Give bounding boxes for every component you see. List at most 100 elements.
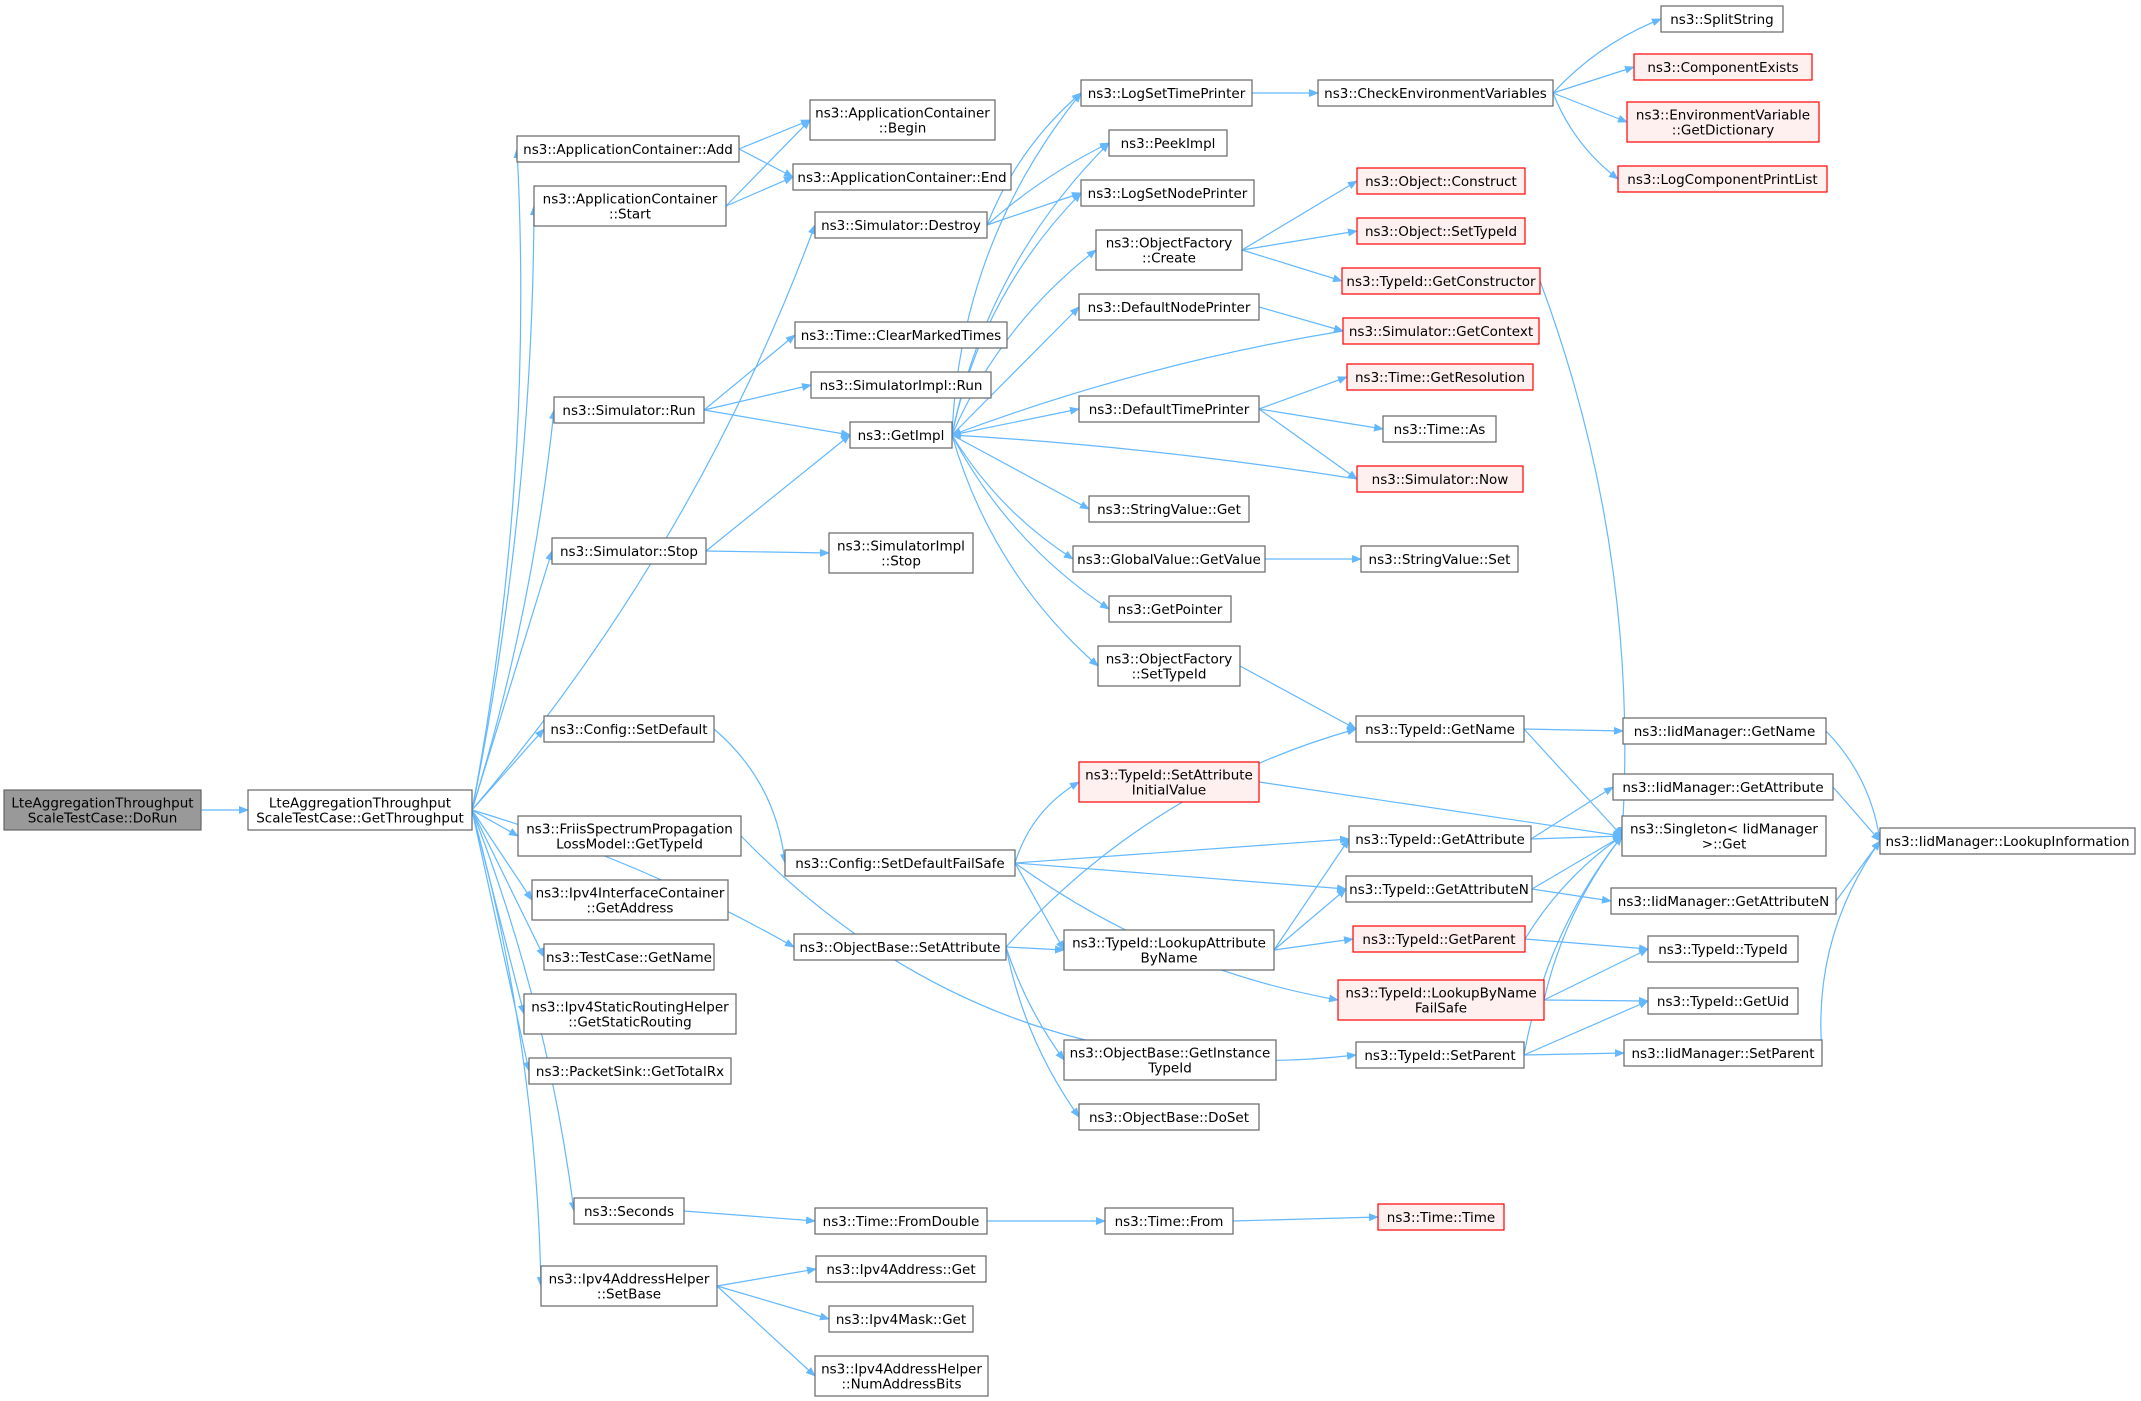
node-box xyxy=(1342,317,1540,345)
node-iidgetattr[interactable]: ns3::IidManager::GetAttribute xyxy=(1612,773,1834,801)
node-label: ns3::CheckEnvironmentVariables xyxy=(1324,86,1547,102)
node-appbegin[interactable]: ns3::ApplicationContainer::Begin xyxy=(809,99,996,141)
node-getpointer[interactable]: ns3::GetPointer xyxy=(1108,595,1232,623)
node-append[interactable]: ns3::ApplicationContainer::End xyxy=(792,163,1012,191)
node-typeidgetattr[interactable]: ns3::TypeId::GetAttribute xyxy=(1348,825,1532,853)
node-label: ns3::LogSetNodePrinter xyxy=(1088,186,1248,202)
node-ipv4static[interactable]: ns3::Ipv4StaticRoutingHelper::GetStaticR… xyxy=(523,993,737,1035)
node-logcompprint[interactable]: ns3::LogComponentPrintList xyxy=(1617,165,1828,193)
node-peekimpl[interactable]: ns3::PeekImpl xyxy=(1108,129,1228,157)
node-label: ns3::IidManager::GetAttributeN xyxy=(1618,894,1829,910)
node-box xyxy=(1352,925,1526,953)
node-testcasename[interactable]: ns3::TestCase::GetName xyxy=(543,943,715,971)
node-timefrom[interactable]: ns3::Time::From xyxy=(1104,1207,1234,1235)
node-label: ::GetStaticRouting xyxy=(568,1015,692,1031)
node-friis[interactable]: ns3::FriisSpectrumPropagationLossModel::… xyxy=(517,815,742,857)
node-appadd[interactable]: ns3::ApplicationContainer::Add xyxy=(516,135,740,163)
node-iidlookupinfo[interactable]: ns3::IidManager::LookupInformation xyxy=(1879,827,2136,855)
edge-appadd-to-appbegin xyxy=(738,119,811,150)
node-objbasesetattr[interactable]: ns3::ObjectBase::SetAttribute xyxy=(793,933,1007,961)
node-compexists[interactable]: ns3::ComponentExists xyxy=(1633,53,1813,81)
edge-ipv4addrsetbase-to-ipv4maskget xyxy=(716,1285,830,1321)
node-strvalget[interactable]: ns3::StringValue::Get xyxy=(1088,495,1250,523)
node-label: ns3::Time::ClearMarkedTimes xyxy=(801,328,1001,344)
node-ipv4ifaddr[interactable]: ns3::Ipv4InterfaceContainer::GetAddress xyxy=(531,879,729,921)
node-iidgetattrn[interactable]: ns3::IidManager::GetAttributeN xyxy=(1610,887,1837,915)
node-dorun[interactable]: LteAggregationThroughputScaleTestCase::D… xyxy=(3,789,202,831)
edge-objfcreate-to-typeidgetctor xyxy=(1241,249,1343,283)
node-timetime[interactable]: ns3::Time::Time xyxy=(1377,1203,1505,1231)
node-getimpl[interactable]: ns3::GetImpl xyxy=(849,421,953,449)
node-getthroughput[interactable]: LteAggregationThroughputScaleTestCase::G… xyxy=(247,789,473,831)
node-timegetres[interactable]: ns3::Time::GetResolution xyxy=(1346,363,1534,391)
node-label: ns3::Ipv4AddressHelper xyxy=(821,1362,982,1378)
node-box xyxy=(794,321,1008,349)
node-packetsink[interactable]: ns3::PacketSink::GetTotalRx xyxy=(528,1057,732,1085)
node-typeidgetparent[interactable]: ns3::TypeId::GetParent xyxy=(1352,925,1526,953)
node-iidgetname[interactable]: ns3::IidManager::GetName xyxy=(1622,717,1827,745)
node-box xyxy=(814,1207,988,1235)
node-ipv4maskget[interactable]: ns3::Ipv4Mask::Get xyxy=(828,1305,974,1333)
node-label: ns3::Ipv4StaticRoutingHelper xyxy=(531,1000,729,1016)
node-simimplstop[interactable]: ns3::SimulatorImpl::Stop xyxy=(828,532,974,574)
node-simgetcontext[interactable]: ns3::Simulator::GetContext xyxy=(1342,317,1540,345)
node-checkenv[interactable]: ns3::CheckEnvironmentVariables xyxy=(1317,79,1554,107)
node-label: ns3::ApplicationContainer::End xyxy=(797,170,1006,186)
node-clearmarked[interactable]: ns3::Time::ClearMarkedTimes xyxy=(794,321,1008,349)
node-singletonget[interactable]: ns3::Singleton< IidManager >::Get xyxy=(1621,815,1827,857)
node-timefromdouble[interactable]: ns3::Time::FromDouble xyxy=(814,1207,988,1235)
node-ipv4addrget[interactable]: ns3::Ipv4Address::Get xyxy=(815,1255,987,1283)
node-label: ns3::Simulator::GetContext xyxy=(1349,324,1533,340)
node-simstop[interactable]: ns3::Simulator::Stop xyxy=(551,537,707,565)
node-typeidgetctor[interactable]: ns3::TypeId::GetConstructor xyxy=(1341,267,1541,295)
node-appstart[interactable]: ns3::ApplicationContainer::Start xyxy=(533,185,727,227)
node-objfsettypeid[interactable]: ns3::ObjectFactory::SetTypeId xyxy=(1097,645,1241,687)
node-logsetnode[interactable]: ns3::LogSetNodePrinter xyxy=(1080,179,1255,207)
node-seconds[interactable]: ns3::Seconds xyxy=(573,1197,685,1225)
node-cfgsetdefaultfs[interactable]: ns3::Config::SetDefaultFailSafe xyxy=(784,849,1016,877)
node-typeidsetparent[interactable]: ns3::TypeId::SetParent xyxy=(1355,1041,1525,1069)
edge-checkenv-to-splitstring xyxy=(1552,18,1662,94)
edge-getthroughput-to-cfgsetdefault xyxy=(471,728,545,811)
node-deftimeprinter[interactable]: ns3::DefaultTimePrinter xyxy=(1078,395,1260,423)
node-box xyxy=(1337,979,1545,1021)
edge-getthroughput-to-simstop xyxy=(471,550,554,811)
node-strvalset[interactable]: ns3::StringValue::Set xyxy=(1360,545,1519,573)
node-splitstring[interactable]: ns3::SplitString xyxy=(1660,5,1784,33)
node-timeas[interactable]: ns3::Time::As xyxy=(1382,415,1497,443)
node-objbasedoset[interactable]: ns3::ObjectBase::DoSet xyxy=(1078,1103,1260,1131)
node-simdestroy[interactable]: ns3::Simulator::Destroy xyxy=(814,211,988,239)
node-typeidgetattrn[interactable]: ns3::TypeId::GetAttributeN xyxy=(1345,875,1533,903)
node-iidsetparent[interactable]: ns3::IidManager::SetParent xyxy=(1623,1039,1823,1067)
node-label: ns3::LogSetTimePrinter xyxy=(1088,86,1246,102)
node-label: ns3::GlobalValue::GetValue xyxy=(1077,552,1261,568)
node-simnow[interactable]: ns3::Simulator::Now xyxy=(1356,465,1524,493)
node-box xyxy=(1072,545,1266,573)
node-typeidgetname[interactable]: ns3::TypeId::GetName xyxy=(1355,715,1525,743)
node-objfcreate[interactable]: ns3::ObjectFactory::Create xyxy=(1095,229,1243,271)
node-simimplrun[interactable]: ns3::SimulatorImpl::Run xyxy=(810,371,992,399)
node-envgetdict[interactable]: ns3::EnvironmentVariable::GetDictionary xyxy=(1626,101,1820,143)
node-label: ns3::Config::SetDefaultFailSafe xyxy=(795,856,1004,872)
node-objsettypeid[interactable]: ns3::Object::SetTypeId xyxy=(1356,217,1526,245)
node-objconstruct[interactable]: ns3::Object::Construct xyxy=(1356,167,1526,195)
node-label: ns3::ObjectFactory xyxy=(1106,236,1233,252)
node-defnodeprinter[interactable]: ns3::DefaultNodePrinter xyxy=(1078,293,1260,321)
node-box xyxy=(1355,715,1525,743)
edge-objbasesetattr-to-objbasedoset xyxy=(1005,946,1080,1118)
node-typeidtypeid[interactable]: ns3::TypeId::TypeId xyxy=(1647,935,1799,963)
node-cfgsetdefault[interactable]: ns3::Config::SetDefault xyxy=(543,715,715,743)
node-typeidgetuid[interactable]: ns3::TypeId::GetUid xyxy=(1647,987,1799,1015)
node-label: ns3::TypeId::GetAttribute xyxy=(1355,832,1525,848)
node-logsettime[interactable]: ns3::LogSetTimePrinter xyxy=(1080,79,1253,107)
node-ipv4addrsetbase[interactable]: ns3::Ipv4AddressHelper::SetBase xyxy=(540,1265,718,1307)
node-simrun[interactable]: ns3::Simulator::Run xyxy=(553,396,705,424)
node-globalgetvalue[interactable]: ns3::GlobalValue::GetValue xyxy=(1072,545,1266,573)
node-label: ns3::SimulatorImpl::Run xyxy=(820,378,983,394)
node-ipv4numbits[interactable]: ns3::Ipv4AddressHelper::NumAddressBits xyxy=(814,1355,989,1397)
node-label: ::Create xyxy=(1142,251,1196,267)
